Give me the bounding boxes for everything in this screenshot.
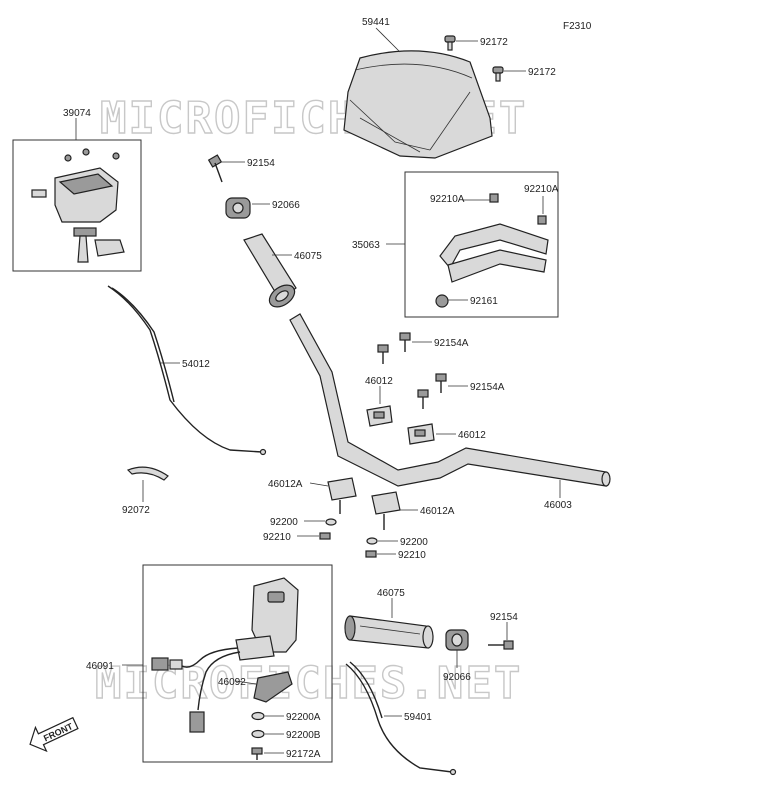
master-cylinder[interactable] <box>31 148 125 263</box>
screw-92172-1[interactable] <box>444 35 456 51</box>
bracket-35063[interactable] <box>435 193 549 308</box>
bolt-92154-bottom[interactable] <box>488 640 514 650</box>
label-92066-top: 92066 <box>272 200 300 211</box>
handlebar-46003[interactable] <box>289 313 611 487</box>
label-92066-bot: 92066 <box>443 672 471 683</box>
label-92172-2: 92172 <box>528 67 556 78</box>
frame-39074 <box>12 139 142 272</box>
label-92172-1: 92172 <box>480 37 508 48</box>
nut-92210-1[interactable] <box>319 532 331 540</box>
cable-59401[interactable] <box>345 661 457 776</box>
cable-54012[interactable] <box>107 285 267 456</box>
label-46012A-1: 46012A <box>268 479 303 490</box>
label-39074: 39074 <box>63 108 91 119</box>
bolt-92154[interactable] <box>207 154 223 183</box>
holder-46012-2[interactable] <box>407 423 435 445</box>
label-46075-top: 46075 <box>294 251 322 262</box>
label-54012: 54012 <box>182 359 210 370</box>
label-92200-2: 92200 <box>400 537 428 548</box>
holder-46012A-2[interactable] <box>371 491 401 530</box>
switch-lever-46092[interactable] <box>253 671 293 703</box>
label-92210-2: 92210 <box>398 550 426 561</box>
windshield[interactable] <box>343 50 493 159</box>
holder-46012-1[interactable] <box>366 405 393 427</box>
screw-92172A[interactable] <box>251 747 263 760</box>
label-92154: 92154 <box>247 158 275 169</box>
label-92172A: 92172A <box>286 749 321 760</box>
nut-92210-2[interactable] <box>365 550 377 558</box>
label-46075-bot: 46075 <box>377 588 405 599</box>
label-92161: 92161 <box>470 296 498 307</box>
label-92154A-2: 92154A <box>470 382 505 393</box>
screw-92172-2[interactable] <box>492 66 504 82</box>
front-direction-arrow: FRONT <box>29 716 79 753</box>
label-92200B: 92200B <box>286 730 321 741</box>
label-92210-1: 92210 <box>263 532 291 543</box>
holder-46012A-1[interactable] <box>327 477 357 514</box>
label-92210A-1: 92210A <box>430 194 465 205</box>
label-92200-1: 92200 <box>270 517 298 528</box>
washer-92200A[interactable] <box>251 711 265 721</box>
label-59401: 59401 <box>404 712 432 723</box>
washer-92200-2[interactable] <box>366 537 378 545</box>
switch-housing-46091[interactable] <box>235 577 299 661</box>
label-35063: 35063 <box>352 240 380 251</box>
bolt-92154A-group-2[interactable] <box>417 373 447 409</box>
wiring-harness[interactable] <box>151 647 241 733</box>
label-46012A-2: 46012A <box>420 506 455 517</box>
label-59441: 59441 <box>362 17 390 28</box>
label-92154A-1: 92154A <box>434 338 469 349</box>
grip-bottom[interactable] <box>344 615 434 649</box>
label-92154-bot: 92154 <box>490 612 518 623</box>
label-46092: 46092 <box>218 677 246 688</box>
label-92072: 92072 <box>122 505 150 516</box>
label-92200A: 92200A <box>286 712 321 723</box>
label-92210A-2: 92210A <box>524 184 559 195</box>
label-46012-1: 46012 <box>365 376 393 387</box>
label-46003: 46003 <box>544 500 572 511</box>
label-46091: 46091 <box>86 661 114 672</box>
clamp-92072[interactable] <box>126 466 169 481</box>
label-46012-2: 46012 <box>458 430 486 441</box>
washer-92200-1[interactable] <box>325 518 337 526</box>
bolt-92154A-group-1[interactable] <box>377 332 411 364</box>
grip-top[interactable] <box>243 233 299 311</box>
bar-end-weight-top[interactable] <box>225 197 251 219</box>
washer-92200B[interactable] <box>251 729 265 739</box>
frame-46091 <box>142 564 333 763</box>
frame-35063 <box>404 171 559 318</box>
figure-code: F2310 <box>563 21 592 32</box>
bar-end-weight-bottom[interactable] <box>445 629 469 651</box>
